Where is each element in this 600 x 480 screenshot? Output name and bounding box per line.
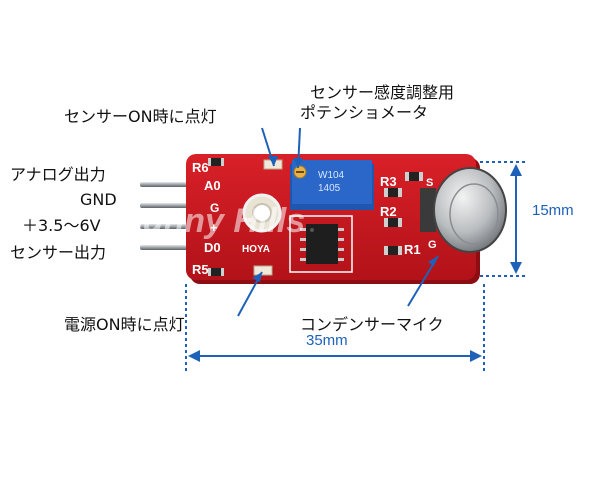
ic-chip — [300, 224, 344, 264]
width-arrow-left — [188, 350, 200, 362]
label-sensor-led: センサーON時に点灯 — [64, 107, 217, 126]
silk-r1: R1 — [404, 242, 421, 257]
label-gnd: GND — [80, 190, 117, 209]
pin-d0 — [140, 245, 192, 250]
label-power-led: 電源ON時に点灯 — [64, 315, 185, 334]
silk-plus: + — [210, 220, 218, 235]
height-arrow-top — [510, 164, 522, 176]
silk-brand: HOYA — [242, 244, 270, 255]
silk-r6: R6 — [192, 160, 209, 175]
label-height-dim: 15mm — [532, 202, 574, 219]
power-led — [253, 265, 273, 276]
height-arrow-bottom — [510, 262, 522, 274]
leader-arrowheads — [252, 156, 438, 282]
silk-r2: R2 — [380, 204, 397, 219]
silk-d0: D0 — [204, 240, 221, 255]
silk-a0: A0 — [204, 178, 221, 193]
pcb-board — [186, 154, 507, 284]
watermark: Sunny Hills — [120, 202, 305, 240]
pot-label-2: 1405 — [318, 183, 341, 194]
label-condenser-mic: コンデンサーマイク — [300, 315, 444, 334]
label-sensitivity-line1: センサー感度調整用 — [310, 83, 455, 102]
condenser-microphone — [420, 167, 507, 253]
label-vcc: ＋3.5～6V — [22, 216, 101, 235]
width-arrow-right — [470, 350, 482, 362]
silkscreen-text: R6 A0 G + D0 R5 R3 R2 R1 HOYA W104 1405 … — [192, 160, 437, 277]
label-width-dim: 35mm — [306, 332, 348, 349]
silk-r5: R5 — [192, 262, 209, 277]
silk-r3: R3 — [380, 174, 397, 189]
width-dimension — [185, 284, 485, 372]
label-analog-out: アナログ出力 — [10, 165, 106, 184]
pin-gnd — [140, 203, 192, 208]
silk-g: G — [210, 201, 219, 215]
smd-resistors — [208, 158, 423, 276]
pot-label-1: W104 — [318, 170, 345, 181]
silk-mic-g: G — [428, 239, 437, 251]
height-dimension — [480, 161, 528, 277]
potentiometer — [290, 160, 374, 210]
pin-a0 — [140, 182, 192, 187]
label-sensor-out: センサー出力 — [10, 243, 107, 262]
pin-vcc — [140, 224, 192, 229]
label-sensitivity-line2: ポテンショメータ — [300, 103, 429, 122]
silk-mic-s: S — [426, 177, 433, 189]
